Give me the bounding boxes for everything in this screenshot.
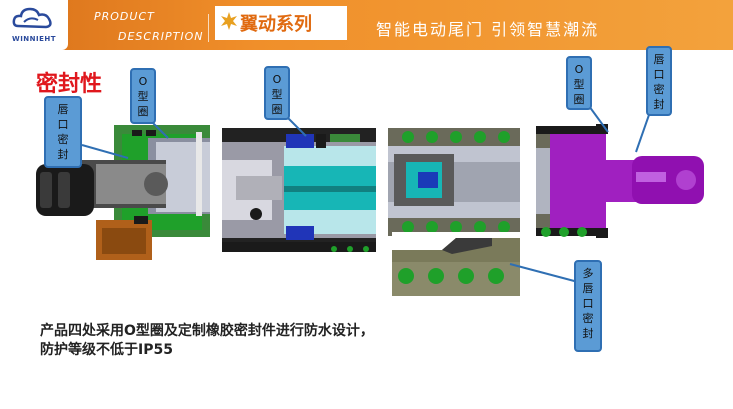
callout-char: 口 [582, 297, 594, 310]
leader-o-ring-2 [287, 117, 307, 137]
callout-lip-seal-2: 唇 口 密 封 [646, 46, 672, 116]
series-title: 翼动系列 [240, 14, 312, 35]
callout-o-ring-1: O 型 圈 [130, 68, 156, 124]
callout-char: 封 [653, 98, 665, 111]
seal-cross-section-2 [222, 120, 376, 260]
leader-o-ring-1 [151, 121, 169, 139]
callout-char: O [138, 75, 148, 88]
callout-char: 唇 [653, 53, 665, 66]
leader-lip-seal-1 [81, 144, 129, 159]
callout-char: 唇 [57, 103, 69, 116]
series-title-box [215, 6, 347, 40]
leader-o-ring-3 [588, 105, 609, 133]
callout-char: 口 [57, 118, 69, 131]
callout-char: 型 [137, 90, 149, 103]
leader-lip-seal-2 [635, 111, 651, 153]
seal-diagram-2 [222, 120, 376, 260]
seal-diagram-4 [392, 232, 520, 296]
callout-char: 型 [573, 78, 585, 91]
callout-char: 封 [57, 148, 69, 161]
seal-cross-section-4 [392, 232, 520, 296]
callout-lip-seal-1: 唇 口 密 封 [44, 96, 82, 168]
seal-cross-section-3 [388, 122, 520, 242]
product-label: PRODUCT [94, 10, 155, 23]
description-text: 产品四处采用O型圈及定制橡胶密封件进行防水设计， 防护等级不低于IP55 [40, 322, 374, 360]
callout-char: 密 [653, 83, 665, 96]
callout-char: 密 [57, 133, 69, 146]
callout-char: O [272, 73, 282, 86]
callout-char: 多 [582, 267, 594, 280]
sunburst-icon [221, 12, 237, 30]
callout-char: 封 [582, 327, 594, 340]
callout-char: 圈 [271, 103, 283, 116]
header-divider [208, 14, 209, 42]
callout-char: 口 [653, 68, 665, 81]
brand-logo: WINNIEHT [0, 0, 68, 50]
callout-char: 圈 [137, 105, 149, 118]
callout-char: O [574, 63, 584, 76]
seal-cross-section-5 [536, 120, 714, 242]
slogan-text: 智能电动尾门 引领智慧潮流 [376, 20, 600, 39]
seal-diagram-5 [536, 120, 714, 242]
logo-text: WINNIEHT [11, 35, 57, 43]
cloud-logo-icon [12, 7, 52, 29]
callout-o-ring-3: O 型 圈 [566, 56, 592, 110]
callout-multi-lip-seal: 多 唇 口 密 封 [574, 260, 602, 352]
section-title: 密封性 [36, 72, 103, 97]
header-banner: WINNIEHT PRODUCT DESCRIPTION 翼动系列 智能电动尾门… [0, 0, 733, 50]
callout-char: 密 [582, 312, 594, 325]
description-line-2: 防护等级不低于IP55 [40, 342, 173, 358]
callout-o-ring-2: O 型 圈 [264, 66, 290, 120]
callout-char: 唇 [582, 282, 594, 295]
leader-multi-lip-seal [509, 263, 579, 283]
description-line-1: 产品四处采用O型圈及定制橡胶密封件进行防水设计， [40, 323, 374, 339]
seal-diagram-3 [388, 122, 520, 242]
callout-char: 型 [271, 88, 283, 101]
description-label: DESCRIPTION [118, 30, 204, 43]
callout-char: 圈 [573, 93, 585, 106]
